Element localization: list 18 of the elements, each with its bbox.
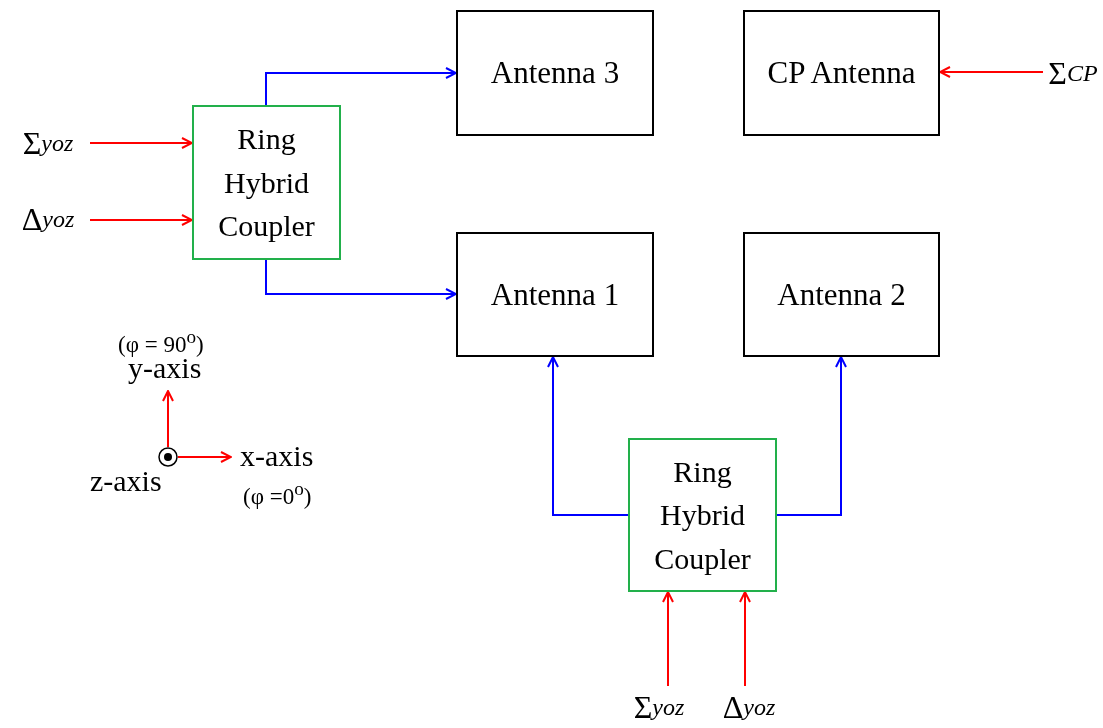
axis-label: x-axis	[240, 439, 314, 473]
arrow	[89, 137, 193, 149]
arrow	[89, 214, 193, 226]
arrow	[547, 356, 629, 516]
arrow	[739, 591, 751, 687]
antenna-box: Antenna 2	[743, 232, 940, 357]
antenna-box: Antenna 3	[456, 10, 654, 136]
coupler-box: Ring Hybrid Coupler	[628, 438, 777, 592]
axis-label: (φ =0$^{o}$)	[243, 478, 312, 510]
arrow	[265, 259, 457, 300]
arrow	[939, 66, 1044, 78]
coupler-box: Ring Hybrid Coupler	[192, 105, 341, 260]
axis-label: z-axis	[90, 464, 162, 498]
arrow	[662, 591, 674, 687]
antenna-box: Antenna 1	[456, 232, 654, 357]
arrow	[265, 67, 457, 106]
antenna-box: CP Antenna	[743, 10, 940, 136]
arrow	[776, 356, 847, 516]
